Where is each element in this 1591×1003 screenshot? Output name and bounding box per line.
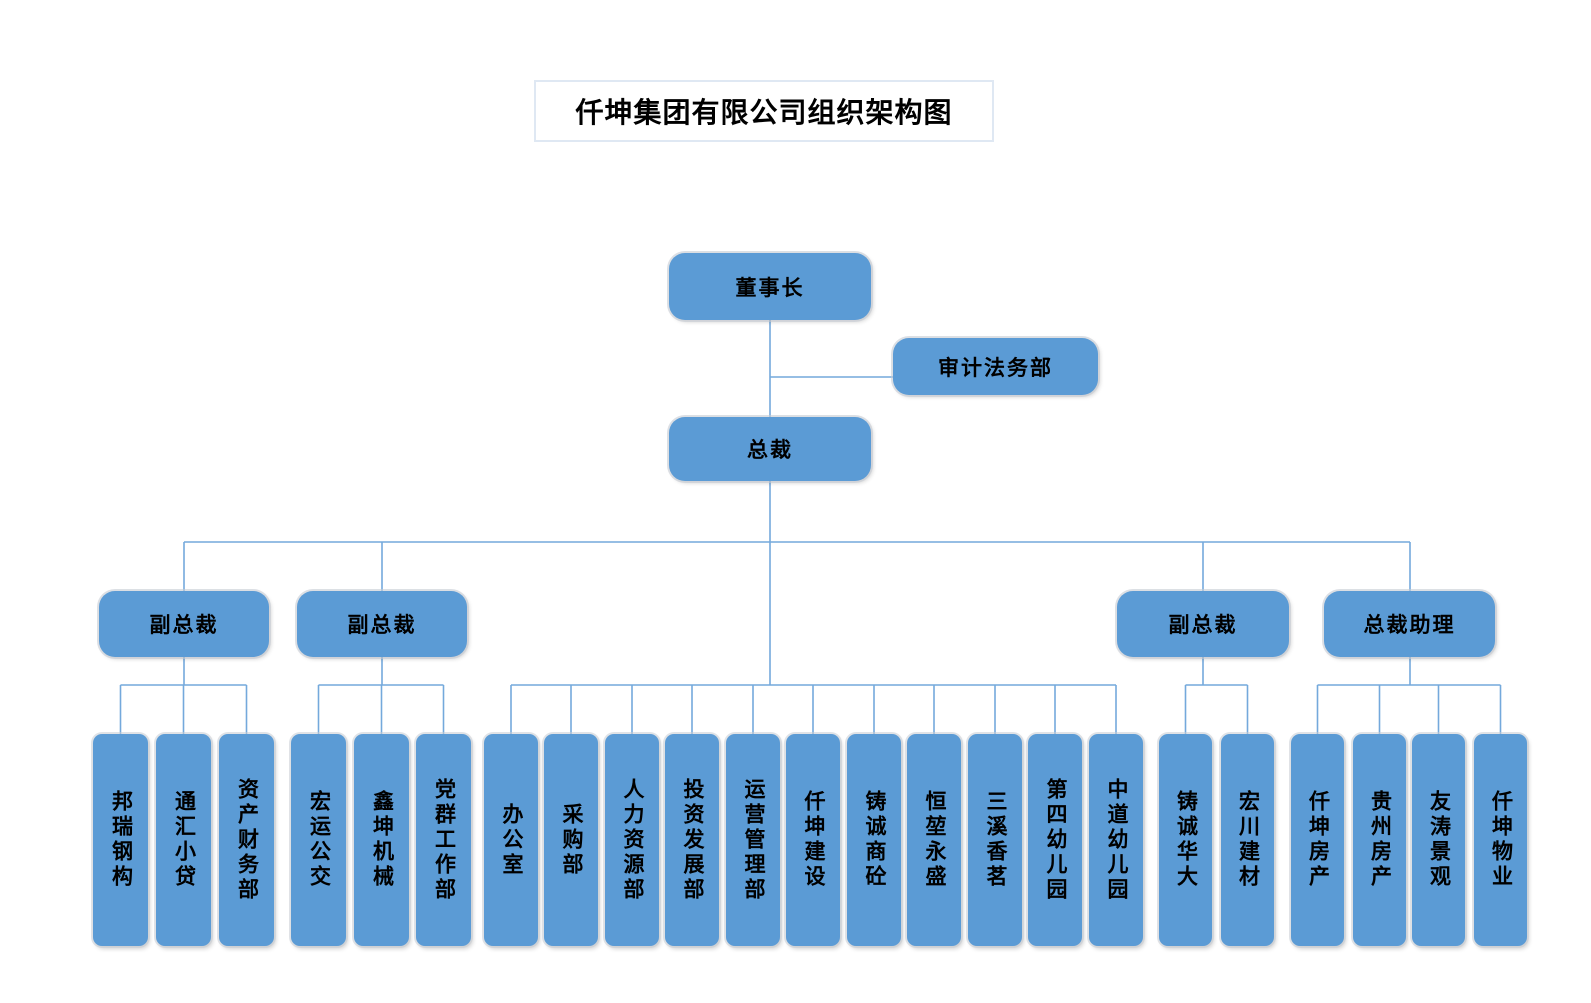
leaf-zhucheng-concrete: 铸诚商砼 (847, 734, 901, 946)
leaf-fourth-kindergarten: 第四幼儿园 (1028, 734, 1082, 946)
leaf-operations-dept: 运营管理部 (726, 734, 780, 946)
leaf-hr-dept: 人力资源部 (605, 734, 659, 946)
leaf-zhongdao-kindergarten: 中道幼儿园 (1089, 734, 1143, 946)
leaf-zhucheng-huada: 铸诚华大 (1159, 734, 1212, 946)
chart-title-text: 仟坤集团有限公司组织架构图 (575, 97, 953, 128)
leaf-hongchuan-building-materials: 宏川建材 (1221, 734, 1274, 946)
node-vice-president-1: 副总裁 (99, 591, 269, 657)
leaf-bangrui-steel: 邦瑞钢构 (93, 734, 148, 946)
node-vice-president-2: 副总裁 (297, 591, 467, 657)
leaf-qiankun-realestate: 仟坤房产 (1291, 734, 1344, 946)
leaf-qiankun-construction: 仟坤建设 (786, 734, 840, 946)
leaf-hongyun-bus: 宏运公交 (291, 734, 346, 946)
node-vice-president-3: 副总裁 (1117, 591, 1289, 657)
leaf-youtao-landscape: 友涛景观 (1412, 734, 1465, 946)
leaf-tonghui-loans: 通汇小贷 (156, 734, 211, 946)
leaf-party-work-dept: 党群工作部 (416, 734, 471, 946)
leaf-hengkun-yongsheng: 恒堃永盛 (907, 734, 961, 946)
node-president-assistant: 总裁助理 (1324, 591, 1495, 657)
node-audit-legal-dept: 审计法务部 (893, 338, 1098, 395)
node-president: 总裁 (669, 417, 871, 481)
leaf-investment-dev-dept: 投资发展部 (665, 734, 719, 946)
leaf-sanxi-xiangming: 三溪香茗 (968, 734, 1022, 946)
node-chairman: 董事长 (669, 253, 871, 320)
leaf-asset-finance-dept: 资产财务部 (219, 734, 274, 946)
leaf-xinkun-machinery: 鑫坤机械 (354, 734, 409, 946)
leaf-guizhou-realestate: 贵州房产 (1353, 734, 1406, 946)
leaf-office: 办公室 (484, 734, 538, 946)
leaf-qiankun-property: 仟坤物业 (1474, 734, 1527, 946)
chart-title: 仟坤集团有限公司组织架构图 (534, 80, 994, 142)
leaf-procurement-dept: 采购部 (544, 734, 598, 946)
